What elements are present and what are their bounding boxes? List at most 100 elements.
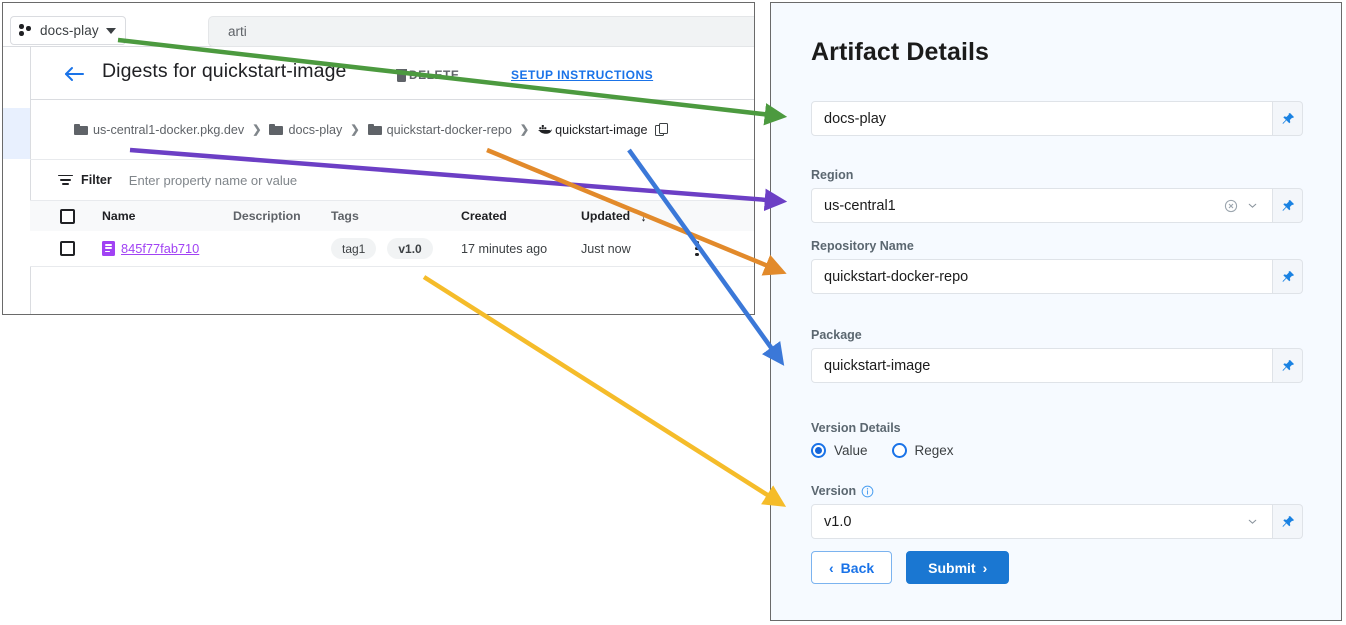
digest-icon (102, 241, 115, 256)
setup-instructions-link[interactable]: SETUP INSTRUCTIONS (511, 68, 654, 82)
pin-icon[interactable] (1273, 188, 1303, 223)
repository-label: Repository Name (811, 239, 914, 253)
column-header-updated[interactable]: Updated ↓ (581, 201, 647, 231)
field-version: Version v1.0 (811, 484, 1303, 539)
breadcrumb-separator: ❯ (519, 124, 530, 136)
version-input[interactable]: v1.0 (811, 504, 1273, 539)
column-header-updated-label: Updated (581, 209, 631, 223)
page-title: Digests for quickstart-image (102, 60, 347, 82)
pin-icon[interactable] (1273, 504, 1303, 539)
field-project: docs-play (811, 101, 1303, 136)
version-input-value: v1.0 (824, 513, 852, 530)
column-header-created[interactable]: Created (461, 209, 507, 223)
project-selector-chip[interactable]: docs-play (10, 16, 126, 45)
chevron-down-icon (105, 27, 116, 34)
row-checkbox[interactable] (60, 231, 75, 266)
select-all-checkbox[interactable] (60, 201, 75, 231)
filter-row[interactable]: Filter Enter property name or value (30, 160, 754, 201)
table-header-row: Name Description Tags Created Updated ↓ (30, 201, 754, 232)
filter-input-placeholder[interactable]: Enter property name or value (128, 172, 298, 188)
page-header: Digests for quickstart-image DELETE SETU… (30, 47, 754, 100)
console-topbar: docs-play arti (3, 3, 754, 47)
delete-button[interactable]: DELETE (396, 68, 459, 82)
pin-icon[interactable] (1273, 259, 1303, 294)
tag-chip[interactable]: tag1 (331, 238, 377, 259)
copy-icon[interactable] (655, 122, 669, 137)
breadcrumb-separator: ❯ (252, 124, 262, 136)
back-arrow-icon[interactable] (63, 64, 85, 84)
gcp-console-screenshot: docs-play arti Digests for quickstart-im… (2, 2, 755, 315)
row-tags-cell: tag1 v1.0 (331, 231, 444, 266)
breadcrumb-item-repo[interactable]: quickstart-docker-repo (367, 122, 512, 137)
filter-icon (58, 174, 73, 186)
radio-regex-label: Regex (914, 443, 954, 458)
field-package: Package quickstart-image (811, 328, 1303, 383)
back-chevron-icon: ‹ (829, 559, 834, 576)
delete-label: DELETE (409, 68, 460, 82)
breadcrumb-label: quickstart-docker-repo (386, 122, 512, 137)
project-name-label: docs-play (40, 23, 99, 38)
back-button[interactable]: ‹ Back (811, 551, 893, 584)
clear-icon[interactable] (1224, 199, 1238, 213)
folder-icon (74, 124, 88, 135)
console-search-value: arti (228, 24, 247, 39)
info-icon[interactable] (861, 485, 874, 498)
radio-regex[interactable] (891, 443, 907, 458)
breadcrumb-separator: ❯ (350, 124, 360, 136)
row-overflow-menu-button[interactable] (695, 231, 699, 266)
breadcrumb-item-project[interactable]: docs-play (269, 123, 342, 137)
package-input[interactable]: quickstart-image (811, 348, 1273, 383)
submit-label: Submit (928, 559, 976, 576)
column-header-tags[interactable]: Tags (331, 209, 359, 223)
radio-value-label: Value (834, 443, 868, 458)
package-label: Package (811, 328, 862, 342)
repository-input-value: quickstart-docker-repo (824, 268, 969, 285)
field-repository: Repository Name quickstart-docker-repo (811, 239, 1303, 294)
breadcrumb-item-registry[interactable]: us-central1-docker.pkg.dev (74, 123, 244, 137)
back-label: Back (840, 559, 875, 576)
region-input-value: us-central1 (824, 197, 896, 214)
chevron-down-icon[interactable] (1246, 515, 1259, 528)
project-dots-icon (19, 24, 33, 38)
pin-icon[interactable] (1273, 348, 1303, 383)
radio-value[interactable] (811, 443, 826, 458)
breadcrumb: us-central1-docker.pkg.dev ❯ docs-play ❯… (30, 100, 754, 160)
package-input-value: quickstart-image (824, 357, 931, 374)
repository-input[interactable]: quickstart-docker-repo (811, 259, 1273, 294)
docker-whale-icon (537, 124, 552, 136)
chevron-down-icon[interactable] (1246, 199, 1259, 212)
version-label: Version (811, 484, 857, 498)
version-details-label: Version Details (811, 421, 901, 435)
form-title: Artifact Details (811, 38, 990, 66)
row-name-cell[interactable]: 845f77fab710 (102, 231, 199, 266)
sort-descending-icon: ↓ (640, 208, 647, 224)
column-header-name[interactable]: Name (102, 209, 136, 223)
breadcrumb-label: docs-play (288, 122, 343, 137)
form-actions: ‹ Back Submit › (811, 551, 1010, 584)
artifact-details-panel: Artifact Details docs-play Region us-cen… (770, 2, 1342, 621)
column-header-description[interactable]: Description (233, 209, 301, 223)
breadcrumb-item-image[interactable]: quickstart-image (537, 123, 647, 137)
project-input[interactable]: docs-play (811, 101, 1273, 136)
pin-icon[interactable] (1273, 101, 1303, 136)
rail-active-indicator (3, 108, 30, 159)
breadcrumb-label: quickstart-image (555, 122, 648, 137)
breadcrumb-label: us-central1-docker.pkg.dev (93, 122, 245, 137)
row-created-cell: 17 minutes ago (461, 241, 548, 256)
tag-chip[interactable]: v1.0 (387, 238, 433, 259)
console-search-input[interactable]: arti (208, 16, 754, 47)
version-label-row: Version (811, 484, 1303, 498)
region-label: Region (811, 168, 854, 182)
folder-icon (269, 124, 284, 135)
submit-chevron-icon: › (982, 559, 988, 576)
folder-icon (367, 124, 382, 135)
project-input-value: docs-play (824, 110, 887, 127)
submit-button[interactable]: Submit › (906, 551, 1010, 584)
version-details-group: Version Details Value Regex (811, 421, 1303, 458)
console-left-rail (3, 47, 31, 314)
digest-link[interactable]: 845f77fab710 (121, 241, 200, 256)
region-input[interactable]: us-central1 (811, 188, 1273, 223)
filter-label: Filter (81, 173, 112, 187)
field-region: Region us-central1 (811, 168, 1303, 223)
table-row[interactable]: 845f77fab710 tag1 v1.0 17 minutes ago Ju… (30, 231, 754, 267)
